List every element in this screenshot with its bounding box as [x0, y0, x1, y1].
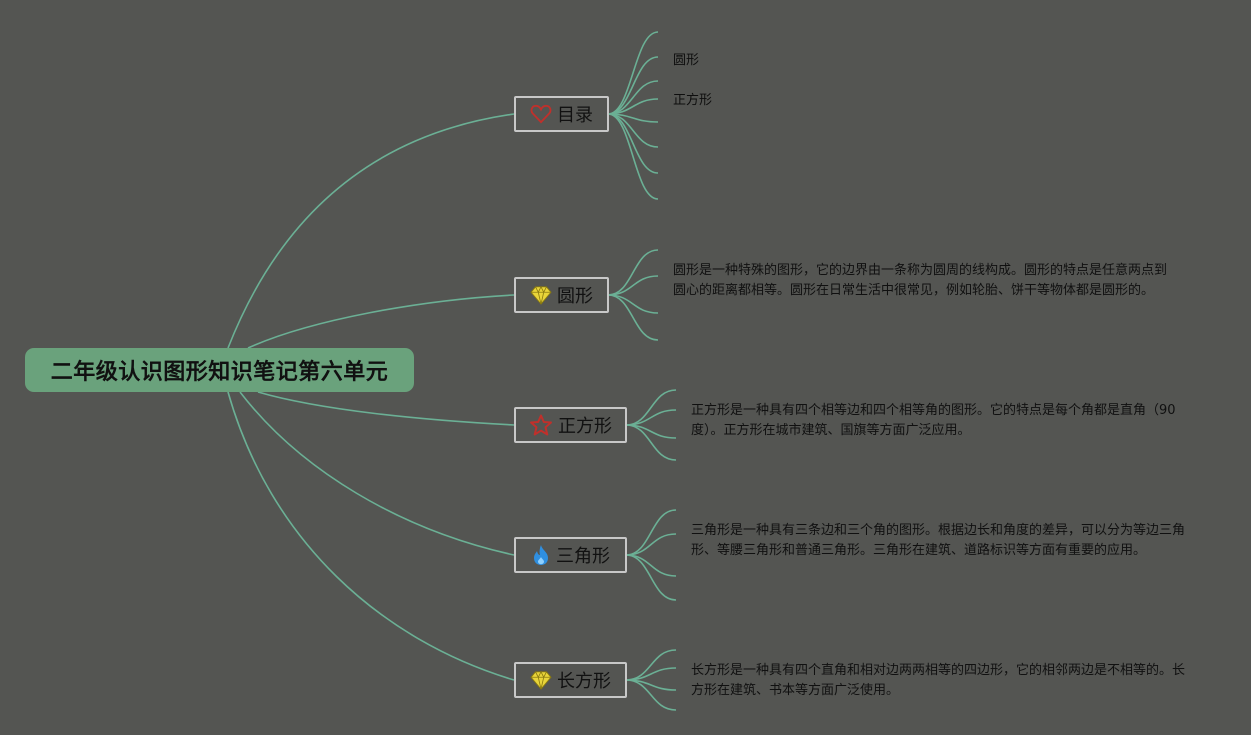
- heart-outline-icon: [530, 104, 552, 124]
- branch-label: 目录: [557, 105, 593, 126]
- flame-icon: [534, 545, 548, 565]
- toc-item-square[interactable]: 正方形: [673, 93, 713, 108]
- description-triangle: 三角形是一种具有三条边和三个角的图形。根据边长和角度的差异，可以分为等边三角形、…: [691, 523, 1186, 558]
- root-title: 二年级认识图形知识笔记第六单元: [50, 360, 389, 385]
- branch-circle[interactable]: 圆形: [514, 277, 609, 313]
- link-root-circle: [247, 294, 515, 349]
- branch-triangle[interactable]: 三角形: [514, 537, 627, 573]
- branch-toc[interactable]: 目录: [514, 96, 609, 132]
- branch-label: 三角形: [556, 546, 610, 567]
- link-root-triangle: [239, 391, 515, 556]
- link-root-toc: [227, 113, 515, 349]
- link-root-rectangle: [227, 391, 515, 681]
- description-square: 正方形是一种具有四个相等边和四个相等角的图形。它的特点是每个角都是直角（90度）…: [691, 403, 1176, 438]
- link-root-square: [257, 391, 515, 426]
- branch-label: 圆形: [557, 286, 593, 307]
- root-topic[interactable]: 二年级认识图形知识笔记第六单元: [25, 348, 414, 392]
- branch-label: 长方形: [557, 671, 611, 692]
- branch-label: 正方形: [558, 416, 612, 437]
- description-circle: 圆形是一种特殊的图形，它的边界由一条称为圆周的线构成。圆形的特点是任意两点到圆心…: [673, 263, 1168, 298]
- branch-rectangle[interactable]: 长方形: [514, 662, 627, 698]
- toc-item-circle[interactable]: 圆形: [673, 53, 700, 68]
- description-rectangle: 长方形是一种具有四个直角和相对边两两相等的四边形，它的相邻两边是不相等的。长方形…: [691, 663, 1186, 698]
- diamond-gem-icon: [530, 670, 552, 690]
- star-outline-icon: [530, 414, 552, 436]
- branch-square[interactable]: 正方形: [514, 407, 627, 443]
- diamond-gem-icon: [530, 285, 552, 305]
